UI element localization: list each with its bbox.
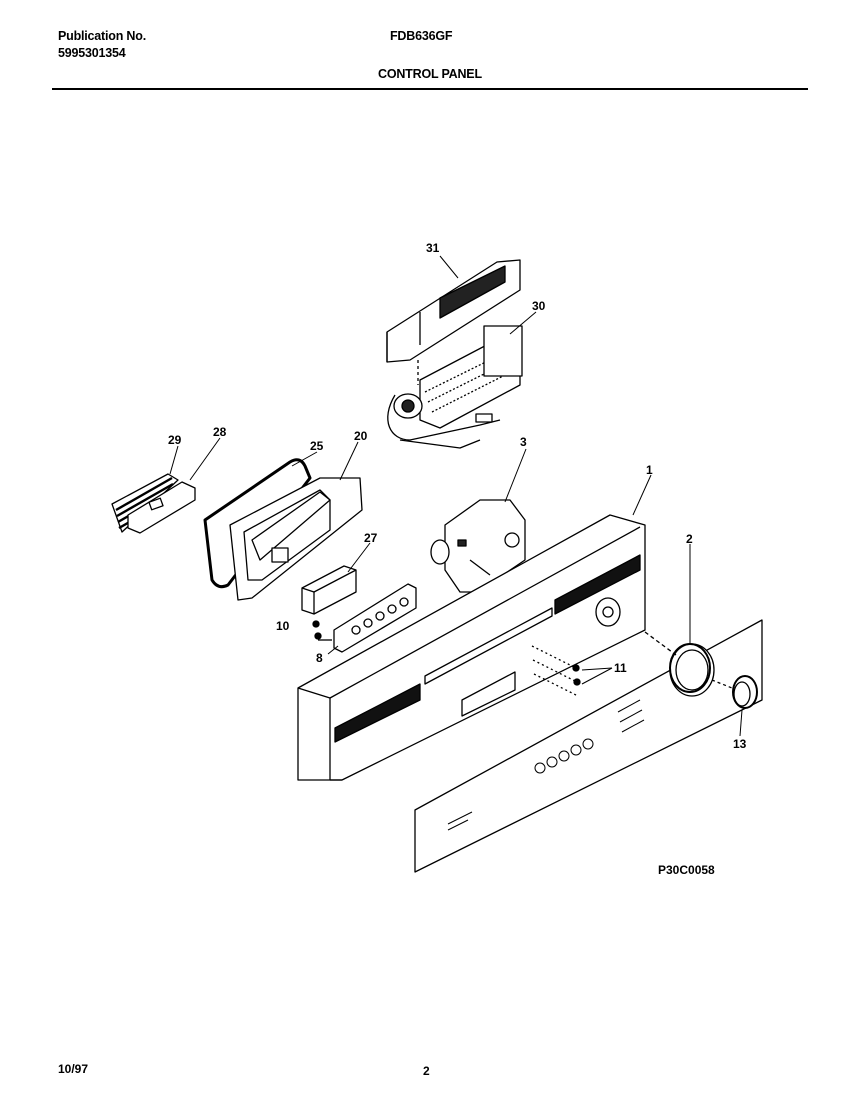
part-13-knob	[711, 675, 758, 709]
page-number: 2	[423, 1064, 430, 1078]
footer-date: 10/97	[58, 1062, 89, 1076]
part-27-switch-housing	[301, 565, 357, 615]
publication-label: Publication No.	[58, 29, 146, 43]
callout-11: 11	[614, 661, 627, 675]
publication-number: 5995301354	[58, 46, 126, 60]
callout-27: 27	[364, 531, 378, 545]
callout-20: 20	[354, 429, 368, 443]
callout-leaders	[169, 255, 743, 737]
part-3-timer	[430, 499, 526, 593]
part-31-bracket	[386, 259, 521, 363]
callout-29: 29	[168, 433, 182, 447]
callout-1: 1	[646, 463, 653, 477]
part-1-control-panel	[297, 514, 646, 781]
part-20-dispenser	[229, 477, 363, 601]
callout-3: 3	[520, 435, 527, 449]
part-25-seal	[203, 458, 312, 589]
figure-code: P30C0058	[658, 863, 715, 877]
callout-8: 8	[316, 651, 323, 665]
section-title: CONTROL PANEL	[378, 67, 482, 81]
callout-2: 2	[686, 532, 693, 546]
part-30-blower-assembly	[387, 325, 523, 449]
part-28-gasket	[127, 481, 196, 534]
callout-25: 25	[310, 439, 324, 453]
model-number: FDB636GF	[390, 29, 453, 43]
part-10-screws	[312, 620, 332, 641]
callout-31: 31	[426, 241, 440, 255]
callout-10: 10	[276, 619, 290, 633]
part-11-buttons	[531, 645, 581, 697]
callout-30: 30	[532, 299, 546, 313]
callout-28: 28	[213, 425, 227, 439]
part-8-switch-board	[333, 583, 417, 653]
header-divider	[52, 88, 808, 90]
callout-13: 13	[733, 737, 747, 751]
